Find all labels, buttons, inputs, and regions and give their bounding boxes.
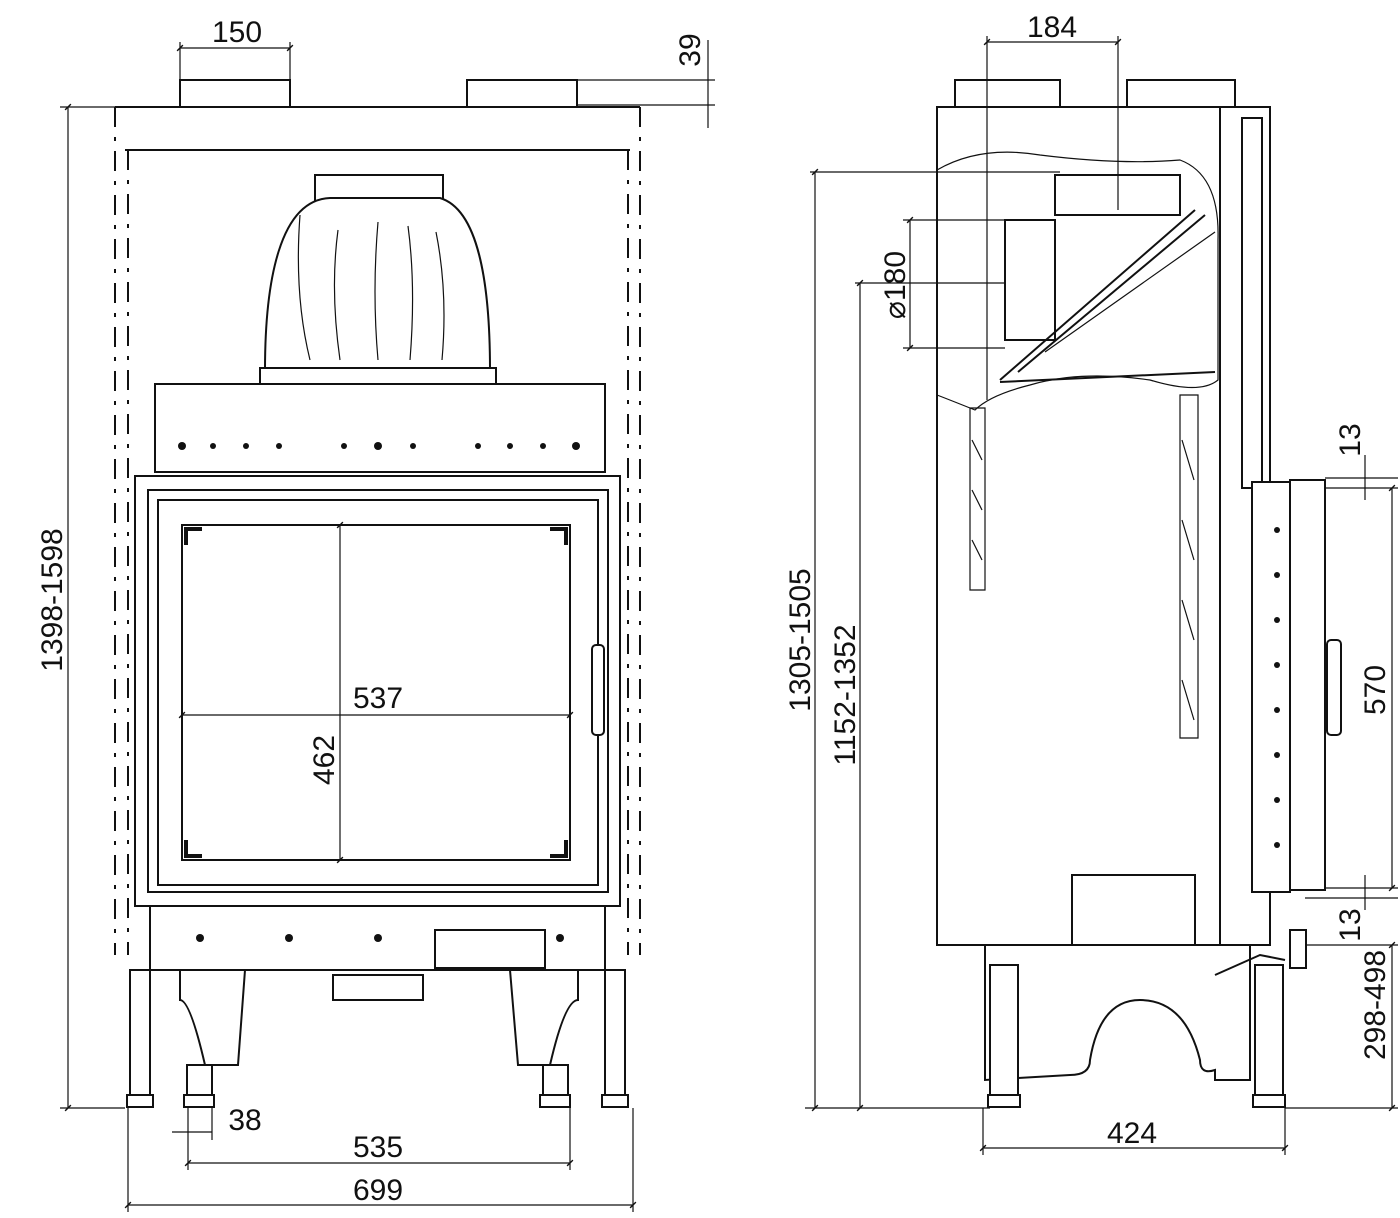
- front-dimensions: 150 39 1398-1598 537 462 38 535 699: [36, 16, 715, 1212]
- legs: [126, 969, 629, 1108]
- dim-flue-diameter: ⌀180: [879, 251, 912, 319]
- side-door-handle[interactable]: [1326, 639, 1342, 736]
- front-collar-left: [179, 79, 291, 108]
- dim-door-gap-bottom: 13: [1334, 908, 1367, 941]
- side-collar-left: [954, 79, 1061, 108]
- dim-flue-top-height: 1305-1505: [784, 568, 817, 711]
- baffle-left: [969, 407, 986, 591]
- firebox-top: [154, 383, 606, 473]
- side-view: 184 ⌀180 1305-1505 1152-1352 13 570 13 2…: [784, 11, 1398, 1155]
- side-collar-right: [1126, 79, 1236, 108]
- dim-door-height: 570: [1359, 665, 1392, 715]
- door-handle[interactable]: [591, 644, 605, 736]
- side-door: [1251, 479, 1342, 893]
- dim-collar-height: 39: [674, 33, 707, 66]
- dim-collar-offset: 184: [1027, 11, 1077, 44]
- side-dimensions: 184 ⌀180 1305-1505 1152-1352 13 570 13 2…: [784, 11, 1398, 1155]
- dim-glass-width: 537: [353, 682, 403, 715]
- dim-total-height: 1398-1598: [36, 528, 69, 671]
- dim-leg-height: 298-498: [1359, 950, 1392, 1060]
- dim-total-width: 699: [353, 1174, 403, 1207]
- dim-glass-height: 462: [308, 735, 341, 785]
- dim-depth: 424: [1107, 1117, 1157, 1150]
- dim-flue-center-height: 1152-1352: [829, 624, 862, 765]
- front-view: 150 39 1398-1598 537 462 38 535 699: [36, 16, 715, 1212]
- flue-section: [999, 174, 1216, 383]
- hood-dome: [259, 174, 497, 385]
- ash-box: [149, 905, 606, 1001]
- glass-panel: [181, 524, 571, 861]
- dim-door-gap-top: 13: [1334, 423, 1367, 456]
- convection-casing: [114, 106, 641, 955]
- baffle-right: [1179, 394, 1199, 739]
- dim-collar-width: 150: [212, 16, 262, 49]
- side-stand: [984, 929, 1307, 1108]
- dim-leg-width: 38: [228, 1104, 261, 1137]
- dim-leg-spacing: 535: [353, 1131, 403, 1164]
- front-collar-right: [466, 79, 578, 108]
